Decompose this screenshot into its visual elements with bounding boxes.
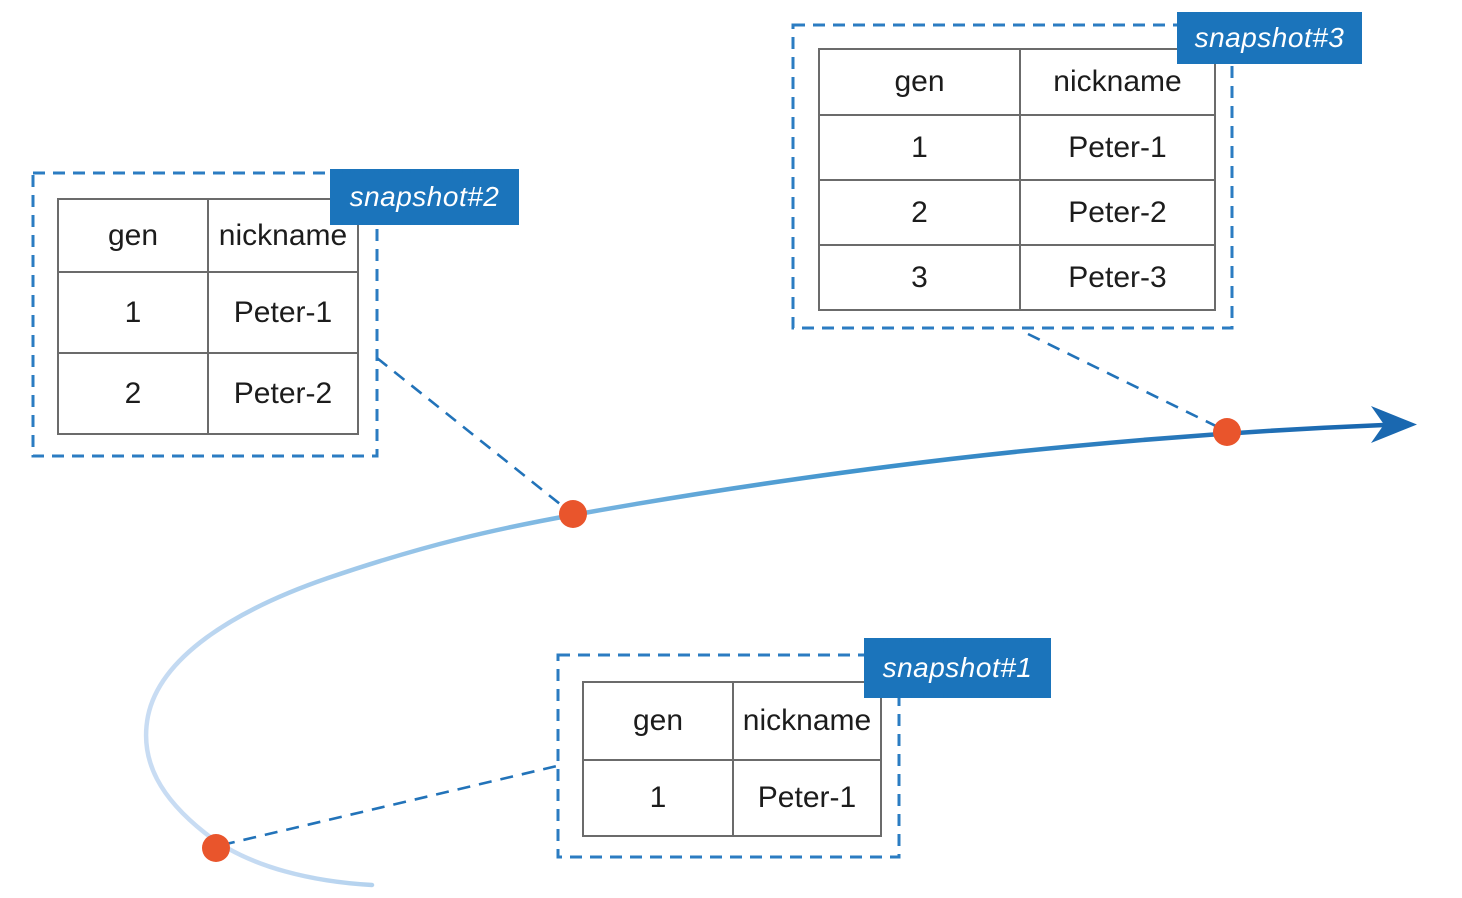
cell-nickname: Peter-1 bbox=[732, 759, 880, 835]
connector-line-snapshot-2 bbox=[376, 356, 571, 514]
snapshot-2-label: snapshot#2 bbox=[330, 169, 519, 225]
snapshot-1-table: gen nickname 1 Peter-1 bbox=[582, 681, 882, 837]
cell-gen: 1 bbox=[584, 759, 732, 835]
header-cell-gen: gen bbox=[59, 200, 207, 271]
snapshot-1-marker-dot bbox=[202, 834, 230, 862]
snapshot-3-label: snapshot#3 bbox=[1177, 12, 1362, 64]
cell-gen: 1 bbox=[820, 114, 1019, 179]
cell-gen: 2 bbox=[59, 352, 207, 433]
cell-nickname: Peter-1 bbox=[207, 271, 357, 352]
cell-nickname: Peter-2 bbox=[207, 352, 357, 433]
timeline-curve bbox=[143, 422, 1387, 888]
cell-nickname: Peter-2 bbox=[1019, 179, 1214, 244]
connector-line-snapshot-3 bbox=[1027, 332, 1225, 432]
cell-gen: 3 bbox=[820, 244, 1019, 309]
snapshot-1-label: snapshot#1 bbox=[864, 638, 1051, 698]
cell-nickname: Peter-3 bbox=[1019, 244, 1214, 309]
connector-line-snapshot-1 bbox=[221, 764, 558, 847]
cell-gen: 1 bbox=[59, 271, 207, 352]
header-cell-gen: gen bbox=[820, 50, 1019, 114]
snapshot-3-table: gen nickname 1 Peter-1 2 Peter-2 3 Peter… bbox=[818, 48, 1216, 311]
snapshot-3-dashed-box bbox=[791, 23, 1234, 330]
snapshot-2-table: gen nickname 1 Peter-1 2 Peter-2 bbox=[57, 198, 359, 435]
snapshot-2-dashed-box bbox=[31, 171, 379, 458]
snapshot-3-marker-dot bbox=[1213, 418, 1241, 446]
cell-nickname: Peter-1 bbox=[1019, 114, 1214, 179]
snapshot-1-dashed-box bbox=[556, 653, 901, 859]
header-cell-nickname: nickname bbox=[732, 683, 880, 759]
header-cell-gen: gen bbox=[584, 683, 732, 759]
arrow-head-icon bbox=[1371, 406, 1417, 443]
cell-gen: 2 bbox=[820, 179, 1019, 244]
snapshot-2-marker-dot bbox=[559, 500, 587, 528]
